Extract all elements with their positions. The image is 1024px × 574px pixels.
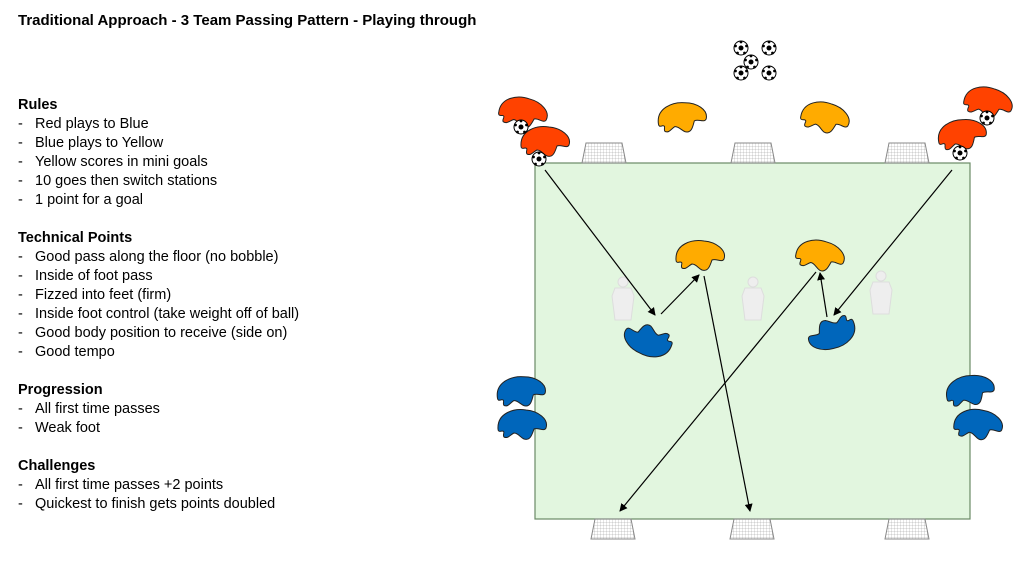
red-player (520, 126, 570, 157)
ball-icon (761, 40, 777, 56)
ball-icon (733, 40, 749, 56)
bullet-dash: - (18, 496, 23, 512)
list-item-text: 1 point for a goal (35, 192, 144, 208)
ball-icon (952, 145, 968, 161)
pass-arrows (544, 169, 953, 512)
bullet-dash: - (18, 268, 23, 284)
list-item: -Red plays to Blue (18, 115, 299, 134)
list-item-text: Fizzed into feet (firm) (35, 287, 172, 303)
bullet-dash: - (18, 192, 23, 208)
bullet-dash: - (18, 344, 23, 360)
list-item-text: Blue plays to Yellow (35, 135, 164, 151)
slide-title: Traditional Approach - 3 Team Passing Pa… (18, 12, 477, 29)
pass-arrow (660, 274, 700, 315)
list-item-text: Good body position to receive (side on) (35, 325, 288, 341)
bullet-dash: - (18, 116, 23, 132)
section-heading: Challenges (18, 458, 96, 474)
list-item-text: Good pass along the floor (no bobble) (35, 249, 279, 265)
list-item: -Fizzed into feet (firm) (18, 286, 299, 305)
list-item-text: Inside of foot pass (35, 268, 153, 284)
list-item-text: Good tempo (35, 344, 115, 360)
section-heading: Rules (18, 97, 58, 113)
list-item-text: Quickest to finish gets points doubled (35, 496, 276, 512)
list-item-text: Inside foot control (take weight off of … (35, 306, 300, 322)
ball-icon (761, 65, 777, 81)
list-item: -10 goes then switch stations (18, 172, 299, 191)
mini-goal (730, 142, 776, 164)
list-item: -1 point for a goal (18, 191, 299, 210)
list-item: -Weak foot (18, 419, 299, 438)
yellow-player (797, 97, 853, 138)
coaching-notes: Rules-Red plays to Blue-Blue plays to Ye… (18, 96, 299, 514)
ball-icon (531, 151, 547, 167)
list-item-text: Yellow scores in mini goals (35, 154, 208, 170)
ball-icon (733, 65, 749, 81)
mini-goal (581, 142, 627, 164)
mini-goal (590, 518, 636, 540)
ball-icon (979, 110, 995, 126)
pass-arrow (833, 169, 953, 316)
pass-arrow (703, 275, 753, 512)
list-item: -Good body position to receive (side on) (18, 324, 299, 343)
bullet-dash: - (18, 135, 23, 151)
list-item-text: All first time passes (35, 401, 160, 417)
list-item-text: Weak foot (35, 420, 101, 436)
list-item: -Yellow scores in mini goals (18, 153, 299, 172)
ball-icon (513, 119, 529, 135)
pitch (534, 162, 971, 520)
bullet-dash: - (18, 287, 23, 303)
pass-arrow (619, 271, 817, 512)
mini-goals-top (581, 142, 930, 164)
mini-goal (729, 518, 775, 540)
bullet-dash: - (18, 401, 23, 417)
pass-arrow (817, 272, 828, 318)
list-item-text: Red plays to Blue (35, 116, 149, 132)
bullet-dash: - (18, 420, 23, 436)
ball-icon (743, 54, 759, 70)
bullet-dash: - (18, 249, 23, 265)
list-item: -All first time passes (18, 400, 299, 419)
ball-pile (733, 40, 777, 81)
list-item-text: 10 goes then switch stations (35, 173, 218, 189)
bullet-dash: - (18, 325, 23, 341)
section-heading: Technical Points (18, 230, 133, 246)
bullet-dash: - (18, 173, 23, 189)
pass-arrow (544, 169, 656, 316)
bullet-dash: - (18, 154, 23, 170)
list-item: -Good pass along the floor (no bobble) (18, 248, 299, 267)
list-item: -All first time passes +2 points (18, 476, 299, 495)
bullet-dash: - (18, 306, 23, 322)
mini-goals-bottom (590, 518, 930, 540)
list-item: -Inside foot control (take weight off of… (18, 305, 299, 324)
mini-goal (884, 518, 930, 540)
list-item: -Quickest to finish gets points doubled (18, 495, 299, 514)
list-item: -Good tempo (18, 343, 299, 362)
list-item: -Blue plays to Yellow (18, 134, 299, 153)
mini-goal (884, 142, 930, 164)
bullet-dash: - (18, 477, 23, 493)
list-item-text: All first time passes +2 points (35, 477, 224, 493)
list-item: -Inside of foot pass (18, 267, 299, 286)
yellow-player (656, 100, 709, 135)
section-heading: Progression (18, 382, 103, 398)
